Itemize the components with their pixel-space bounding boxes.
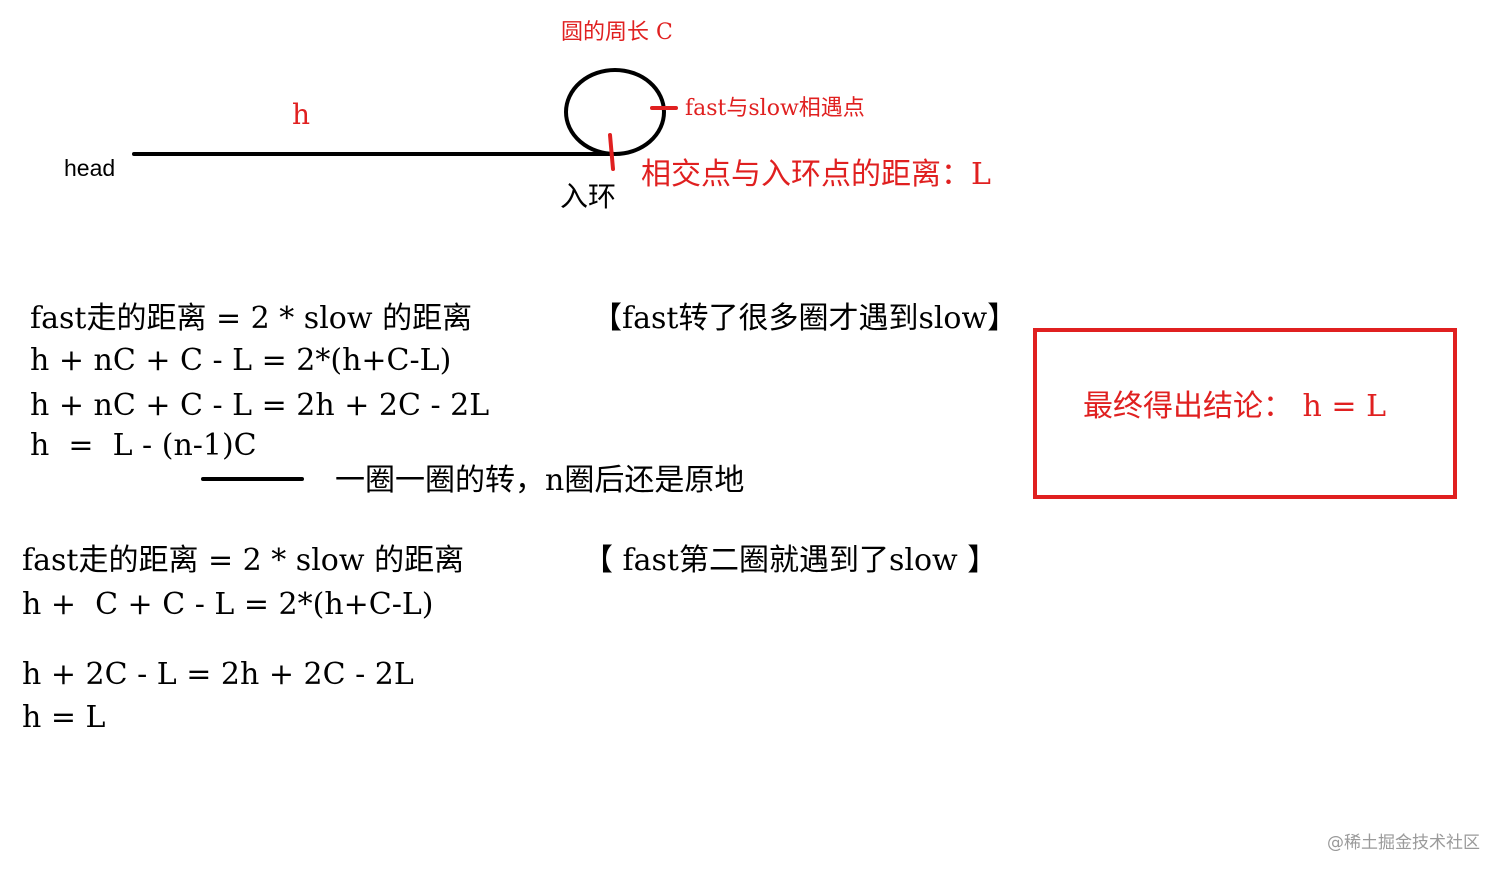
- case1-line1-left: fast走的距离 = 2 * slow 的距离: [30, 301, 473, 336]
- watermark: @稀土掘金技术社区: [1327, 833, 1480, 853]
- cycle-circle: [564, 68, 666, 156]
- case2-line3: h + 2C - L = 2h + 2C - 2L: [22, 657, 414, 692]
- distance-label: 相交点与入环点的距离：L: [641, 157, 991, 192]
- meet-point-label: fast与slow相遇点: [685, 96, 865, 121]
- circumference-label: 圆的周长 C: [561, 20, 673, 45]
- case1-line2: h + nC + C - L = 2*(h+C-L): [30, 343, 452, 378]
- entry-label: 入环: [560, 180, 617, 213]
- case2-line1-left: fast走的距离 = 2 * slow 的距离: [22, 543, 465, 578]
- case1-note: 一圈一圈的转，n圈后还是原地: [335, 463, 745, 498]
- conclusion-box: [1033, 328, 1457, 499]
- h-label: h: [292, 98, 311, 131]
- case2-line1-right: 【 fast第二圈就遇到了slow 】: [583, 543, 998, 578]
- case1-line3: h + nC + C - L = 2h + 2C - 2L: [30, 388, 490, 423]
- case2-line2: h + C + C - L = 2*(h+C-L): [22, 587, 434, 622]
- case1-line1-right: 【fast转了很多圈才遇到slow】: [592, 301, 1018, 336]
- case1-line4: h = L - (n-1)C: [30, 428, 257, 463]
- conclusion-text: 最终得出结论： h = L: [1083, 389, 1386, 424]
- head-label: head: [64, 155, 116, 181]
- case2-line4: h = L: [22, 700, 106, 735]
- entry-point-marker: [608, 133, 615, 171]
